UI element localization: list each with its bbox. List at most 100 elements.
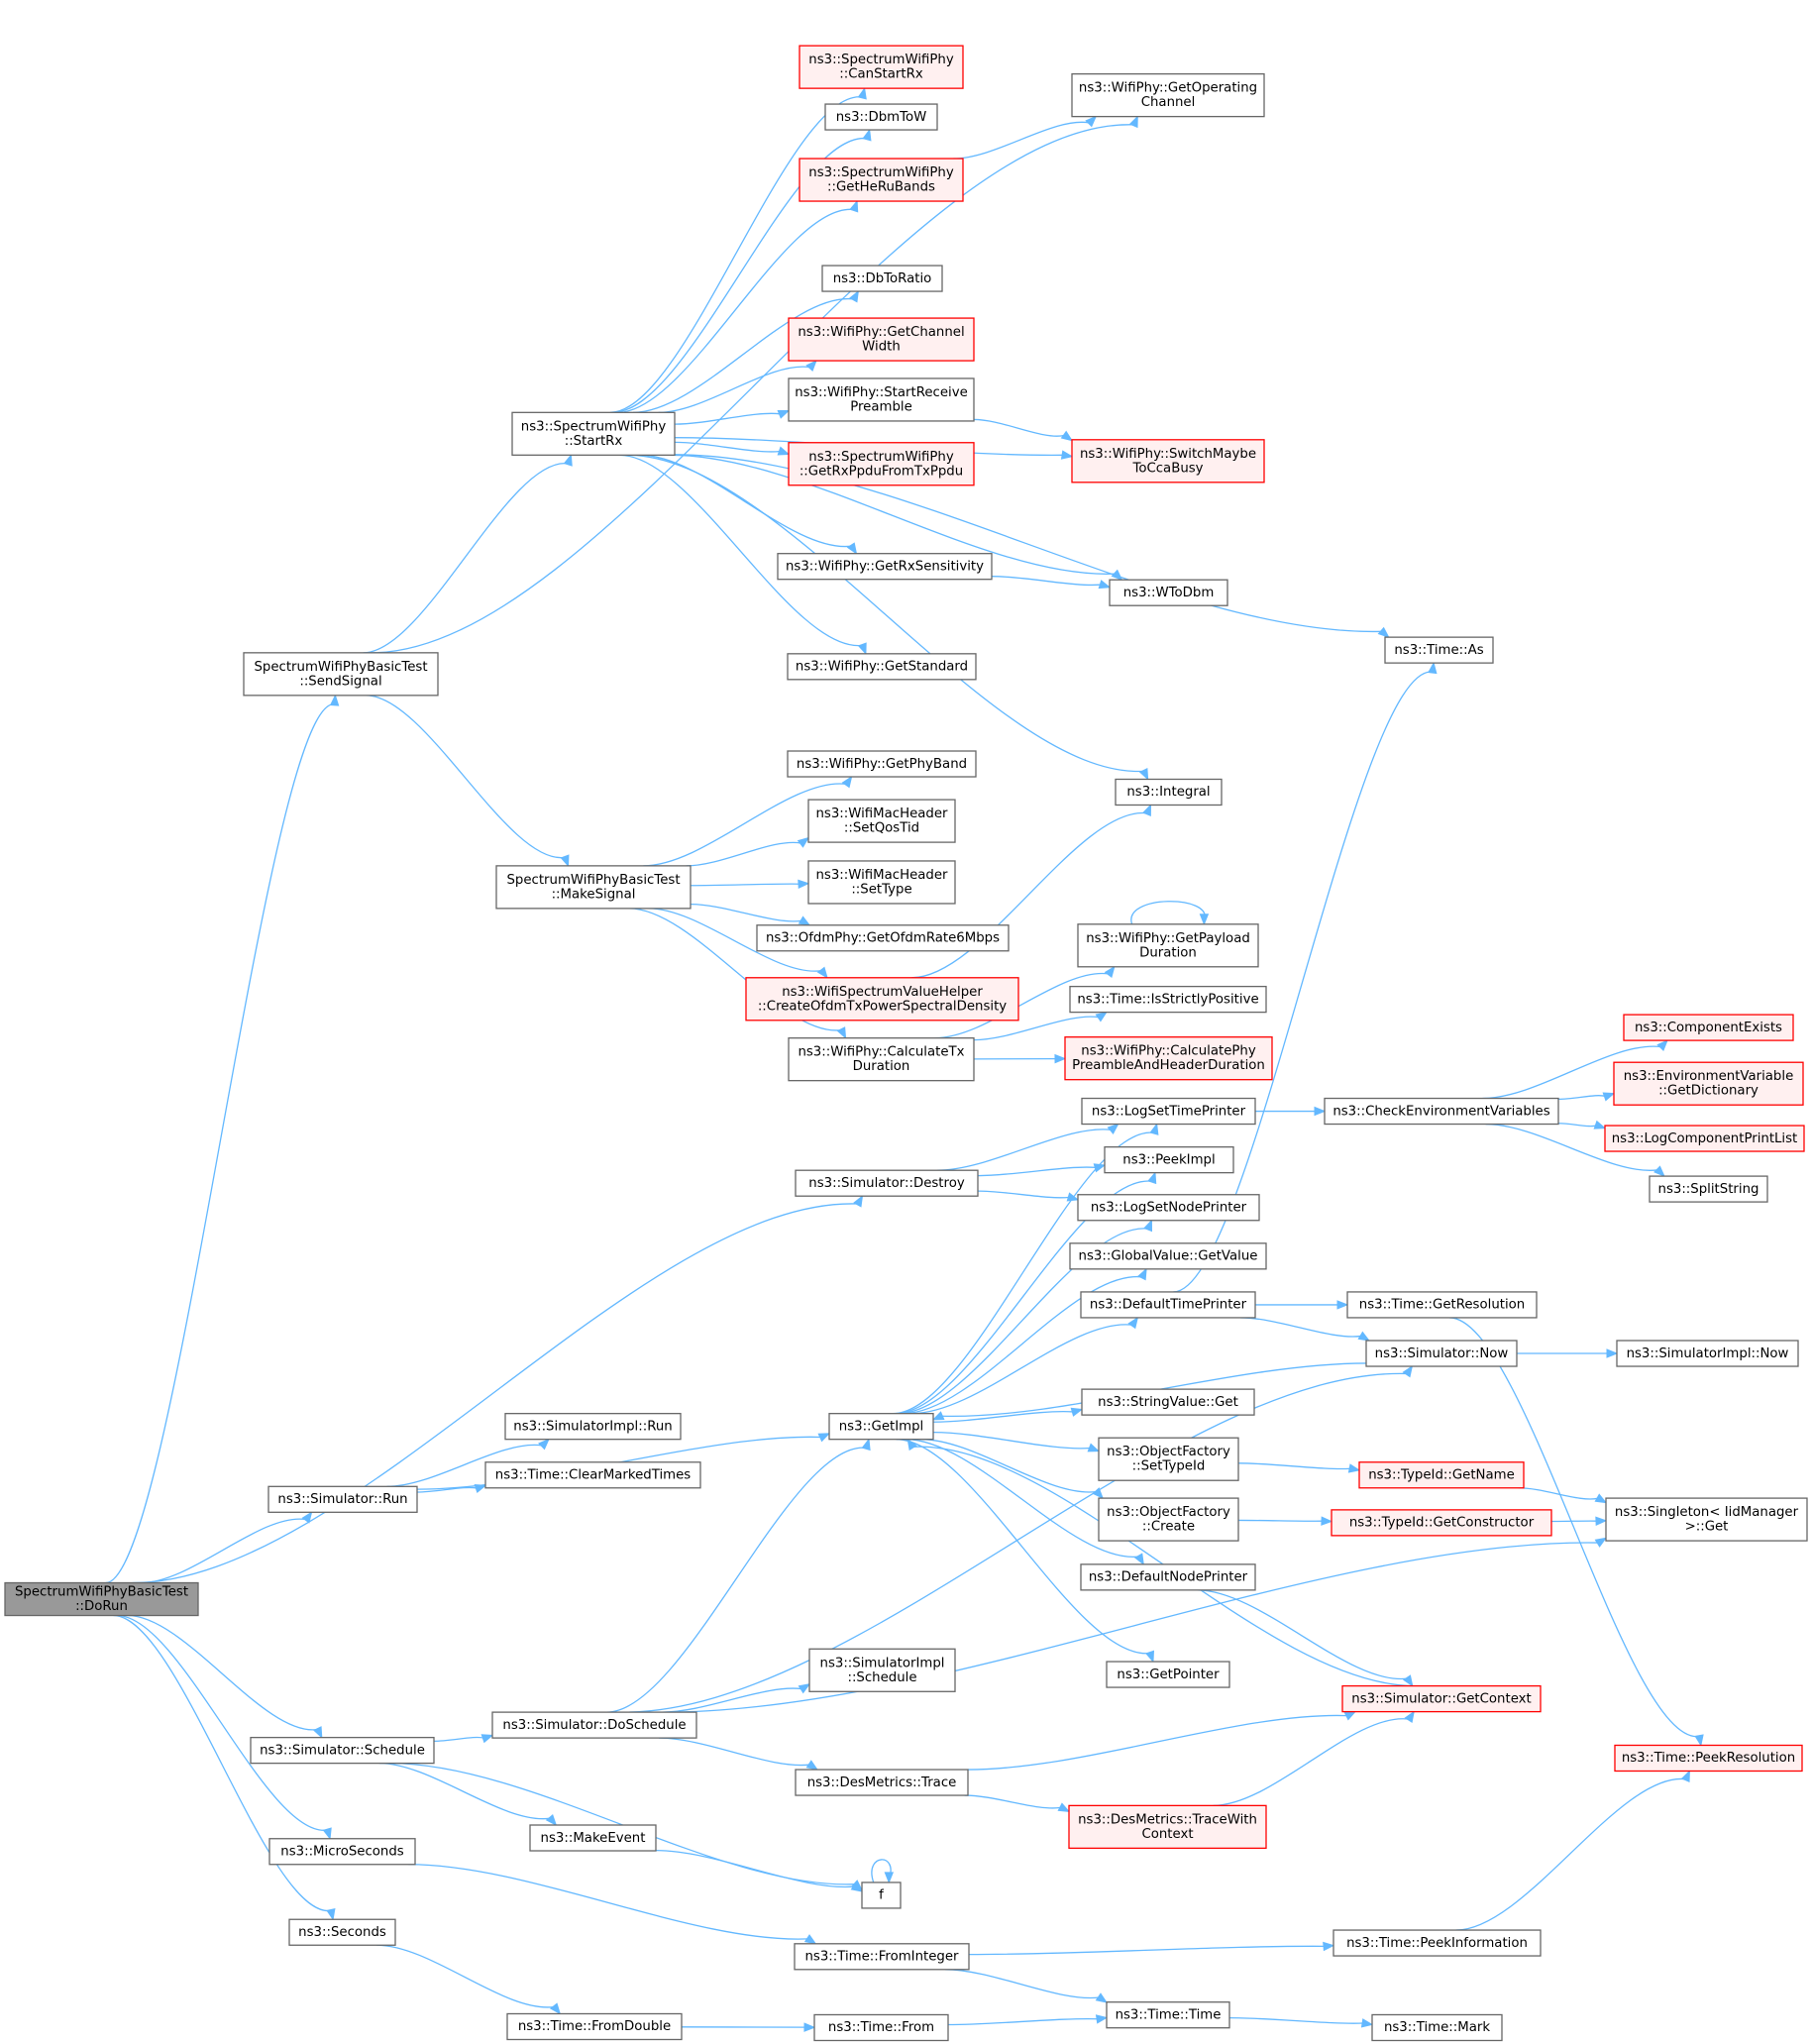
arrowhead — [545, 1813, 558, 1827]
node-isstrictpos[interactable]: ns3::Time::IsStrictlyPositive — [1069, 985, 1267, 1014]
node-timegetres[interactable]: ns3::Time::GetResolution — [1346, 1291, 1538, 1319]
node-deftimeprinter[interactable]: ns3::DefaultTimePrinter — [1080, 1291, 1256, 1319]
node-ofsettypeid[interactable]: ns3::ObjectFactory::SetTypeId — [1098, 1437, 1239, 1481]
edge-simdosched-to-singletonget — [664, 1542, 1599, 1713]
arrowhead — [849, 289, 859, 303]
node-compexists[interactable]: ns3::ComponentExists — [1623, 1014, 1794, 1041]
node-box — [795, 1169, 979, 1197]
arrowhead — [817, 1433, 831, 1443]
arrowhead — [1694, 1734, 1704, 1747]
node-canstartrx[interactable]: ns3::SpectrumWifiPhy::CanStartRx — [799, 45, 964, 89]
node-fromint[interactable]: ns3::Time::FromInteger — [794, 1943, 970, 1971]
node-peekimpl[interactable]: ns3::PeekImpl — [1104, 1145, 1234, 1174]
node-logcompprint[interactable]: ns3::LogComponentPrintList — [1604, 1125, 1805, 1152]
node-gvgetvalue[interactable]: ns3::GlobalValue::GetValue — [1069, 1242, 1267, 1270]
node-peekinfo[interactable]: ns3::Time::PeekInformation — [1332, 1929, 1542, 1957]
node-defnodeprinter[interactable]: ns3::DefaultNodePrinter — [1080, 1563, 1256, 1591]
node-simdestroy[interactable]: ns3::Simulator::Destroy — [795, 1169, 979, 1197]
node-makeevent[interactable]: ns3::MakeEvent — [529, 1824, 657, 1852]
node-sendsignal[interactable]: SpectrumWifiPhyBasicTest::SendSignal — [243, 652, 439, 697]
node-createpsd[interactable]: ns3::WifiSpectrumValueHelper::CreateOfdm… — [745, 977, 1019, 1022]
node-getphyband[interactable]: ns3::WifiPhy::GetPhyBand — [787, 750, 977, 778]
node-box — [1069, 985, 1267, 1014]
node-seconds[interactable]: ns3::Seconds — [288, 1918, 396, 1946]
node-simimplnow[interactable]: ns3::SimulatorImpl::Now — [1616, 1340, 1799, 1367]
node-simschedule[interactable]: ns3::Simulator::Schedule — [250, 1736, 435, 1765]
node-microseconds[interactable]: ns3::MicroSeconds — [268, 1838, 416, 1866]
node-simnow[interactable]: ns3::Simulator::Now — [1365, 1340, 1518, 1367]
node-timetime[interactable]: ns3::Time::Time — [1106, 2001, 1230, 2029]
node-timemark[interactable]: ns3::Time::Mark — [1371, 2013, 1503, 2042]
edge-getimpl-to-logsettime — [893, 1131, 1155, 1415]
node-label: ns3::WifiPhy::GetRxSensitivity — [786, 559, 984, 574]
edge-simrun-to-simimplrun — [386, 1444, 543, 1487]
node-label: ns3::LogSetNodePrinter — [1091, 1200, 1247, 1215]
node-box — [1109, 579, 1228, 606]
node-typeidgetctor[interactable]: ns3::TypeId::GetConstructor — [1331, 1509, 1552, 1537]
node-clearmarked[interactable]: ns3::Time::ClearMarkedTimes — [484, 1461, 701, 1489]
node-getrxsens[interactable]: ns3::WifiPhy::GetRxSensitivity — [777, 553, 993, 581]
node-startrx[interactable]: ns3::SpectrumWifiPhy::StartRx — [511, 411, 676, 456]
node-simimplrun[interactable]: ns3::SimulatorImpl::Run — [504, 1413, 682, 1441]
edge-checkenv-to-compexists — [1482, 1045, 1661, 1100]
node-label: ns3::SpectrumWifiPhy — [808, 53, 954, 67]
node-checkenv[interactable]: ns3::CheckEnvironmentVariables — [1324, 1097, 1559, 1126]
node-box — [1106, 1661, 1230, 1688]
node-dorun[interactable]: SpectrumWifiPhyBasicTest::DoRun — [4, 1581, 199, 1617]
node-getstandard[interactable]: ns3::WifiPhy::GetStandard — [787, 653, 977, 681]
node-label: ns3::MicroSeconds — [280, 1845, 403, 1860]
node-f[interactable]: f — [861, 1882, 902, 1909]
node-getofdmrate[interactable]: ns3::OfdmPhy::GetOfdmRate6Mbps — [756, 924, 1010, 952]
node-ofcreate[interactable]: ns3::ObjectFactory::Create — [1098, 1497, 1239, 1542]
node-fromdouble[interactable]: ns3::Time::FromDouble — [506, 2012, 683, 2041]
arrowhead — [931, 1411, 945, 1421]
node-setqostid[interactable]: ns3::WifiMacHeader::SetQosTid — [807, 799, 956, 843]
arrowhead — [322, 1827, 332, 1841]
node-splitstring[interactable]: ns3::SplitString — [1649, 1175, 1768, 1203]
node-simdosched[interactable]: ns3::Simulator::DoSchedule — [491, 1711, 697, 1739]
node-calcphypre[interactable]: ns3::WifiPhy::CalculatePhyPreambleAndHea… — [1064, 1036, 1273, 1081]
node-getherubands[interactable]: ns3::SpectrumWifiPhy::GetHeRuBands — [799, 158, 964, 202]
node-typeidgetname[interactable]: ns3::TypeId::GetName — [1358, 1461, 1525, 1489]
edge-ofsettypeid-to-typeidgetname — [1237, 1462, 1351, 1470]
node-logsettime[interactable]: ns3::LogSetTimePrinter — [1081, 1097, 1256, 1126]
node-envgetdict[interactable]: ns3::EnvironmentVariable::GetDictionary — [1613, 1061, 1804, 1106]
node-makesignal[interactable]: SpectrumWifiPhyBasicTest::MakeSignal — [495, 865, 692, 910]
node-desmtrace[interactable]: ns3::DesMetrics::Trace — [795, 1769, 969, 1796]
arrowhead — [1107, 1123, 1119, 1134]
node-simimplsched[interactable]: ns3::SimulatorImpl::Schedule — [808, 1648, 956, 1692]
edge-getimpl-to-gvgetvalue — [903, 1276, 1143, 1415]
node-dbmtow[interactable]: ns3::DbmToW — [824, 103, 938, 131]
edge-dorun-to-microseconds — [117, 1614, 328, 1831]
node-logsetnode[interactable]: ns3::LogSetNodePrinter — [1077, 1194, 1260, 1222]
node-timefrom[interactable]: ns3::Time::From — [813, 2013, 949, 2042]
node-label: Duration — [853, 1059, 910, 1074]
node-label: ns3::Simulator::DoSchedule — [502, 1718, 686, 1733]
edge-simdestroy-to-peekimpl — [977, 1166, 1097, 1177]
node-box — [1341, 1684, 1542, 1713]
node-singletonget[interactable]: ns3::Singleton< IidManager >::Get — [1605, 1497, 1808, 1542]
node-label: ns3::SpectrumWifiPhy — [808, 450, 954, 465]
node-peekres[interactable]: ns3::Time::PeekResolution — [1614, 1744, 1803, 1773]
node-settype[interactable]: ns3::WifiMacHeader::SetType — [807, 860, 956, 905]
node-getpointer[interactable]: ns3::GetPointer — [1106, 1661, 1230, 1688]
node-wtodbm[interactable]: ns3::WToDbm — [1109, 579, 1228, 606]
node-timeas[interactable]: ns3::Time::As — [1384, 636, 1494, 664]
node-strvalget[interactable]: ns3::StringValue::Get — [1081, 1388, 1255, 1416]
arrowhead — [1138, 767, 1149, 781]
edge-startrx-to-startrecvpre — [674, 412, 781, 425]
node-integral[interactable]: ns3::Integral — [1115, 778, 1223, 807]
node-dbtoratio[interactable]: ns3::DbToRatio — [821, 265, 943, 292]
node-getrxppdu[interactable]: ns3::SpectrumWifiPhy::GetRxPpduFromTxPpd… — [788, 442, 975, 486]
node-label: ns3::WifiPhy::GetPayload — [1086, 931, 1250, 946]
node-getimpl[interactable]: ns3::GetImpl — [828, 1413, 934, 1441]
node-simrun[interactable]: ns3::Simulator::Run — [267, 1485, 418, 1513]
node-simgetctx[interactable]: ns3::Simulator::GetContext — [1341, 1684, 1542, 1713]
